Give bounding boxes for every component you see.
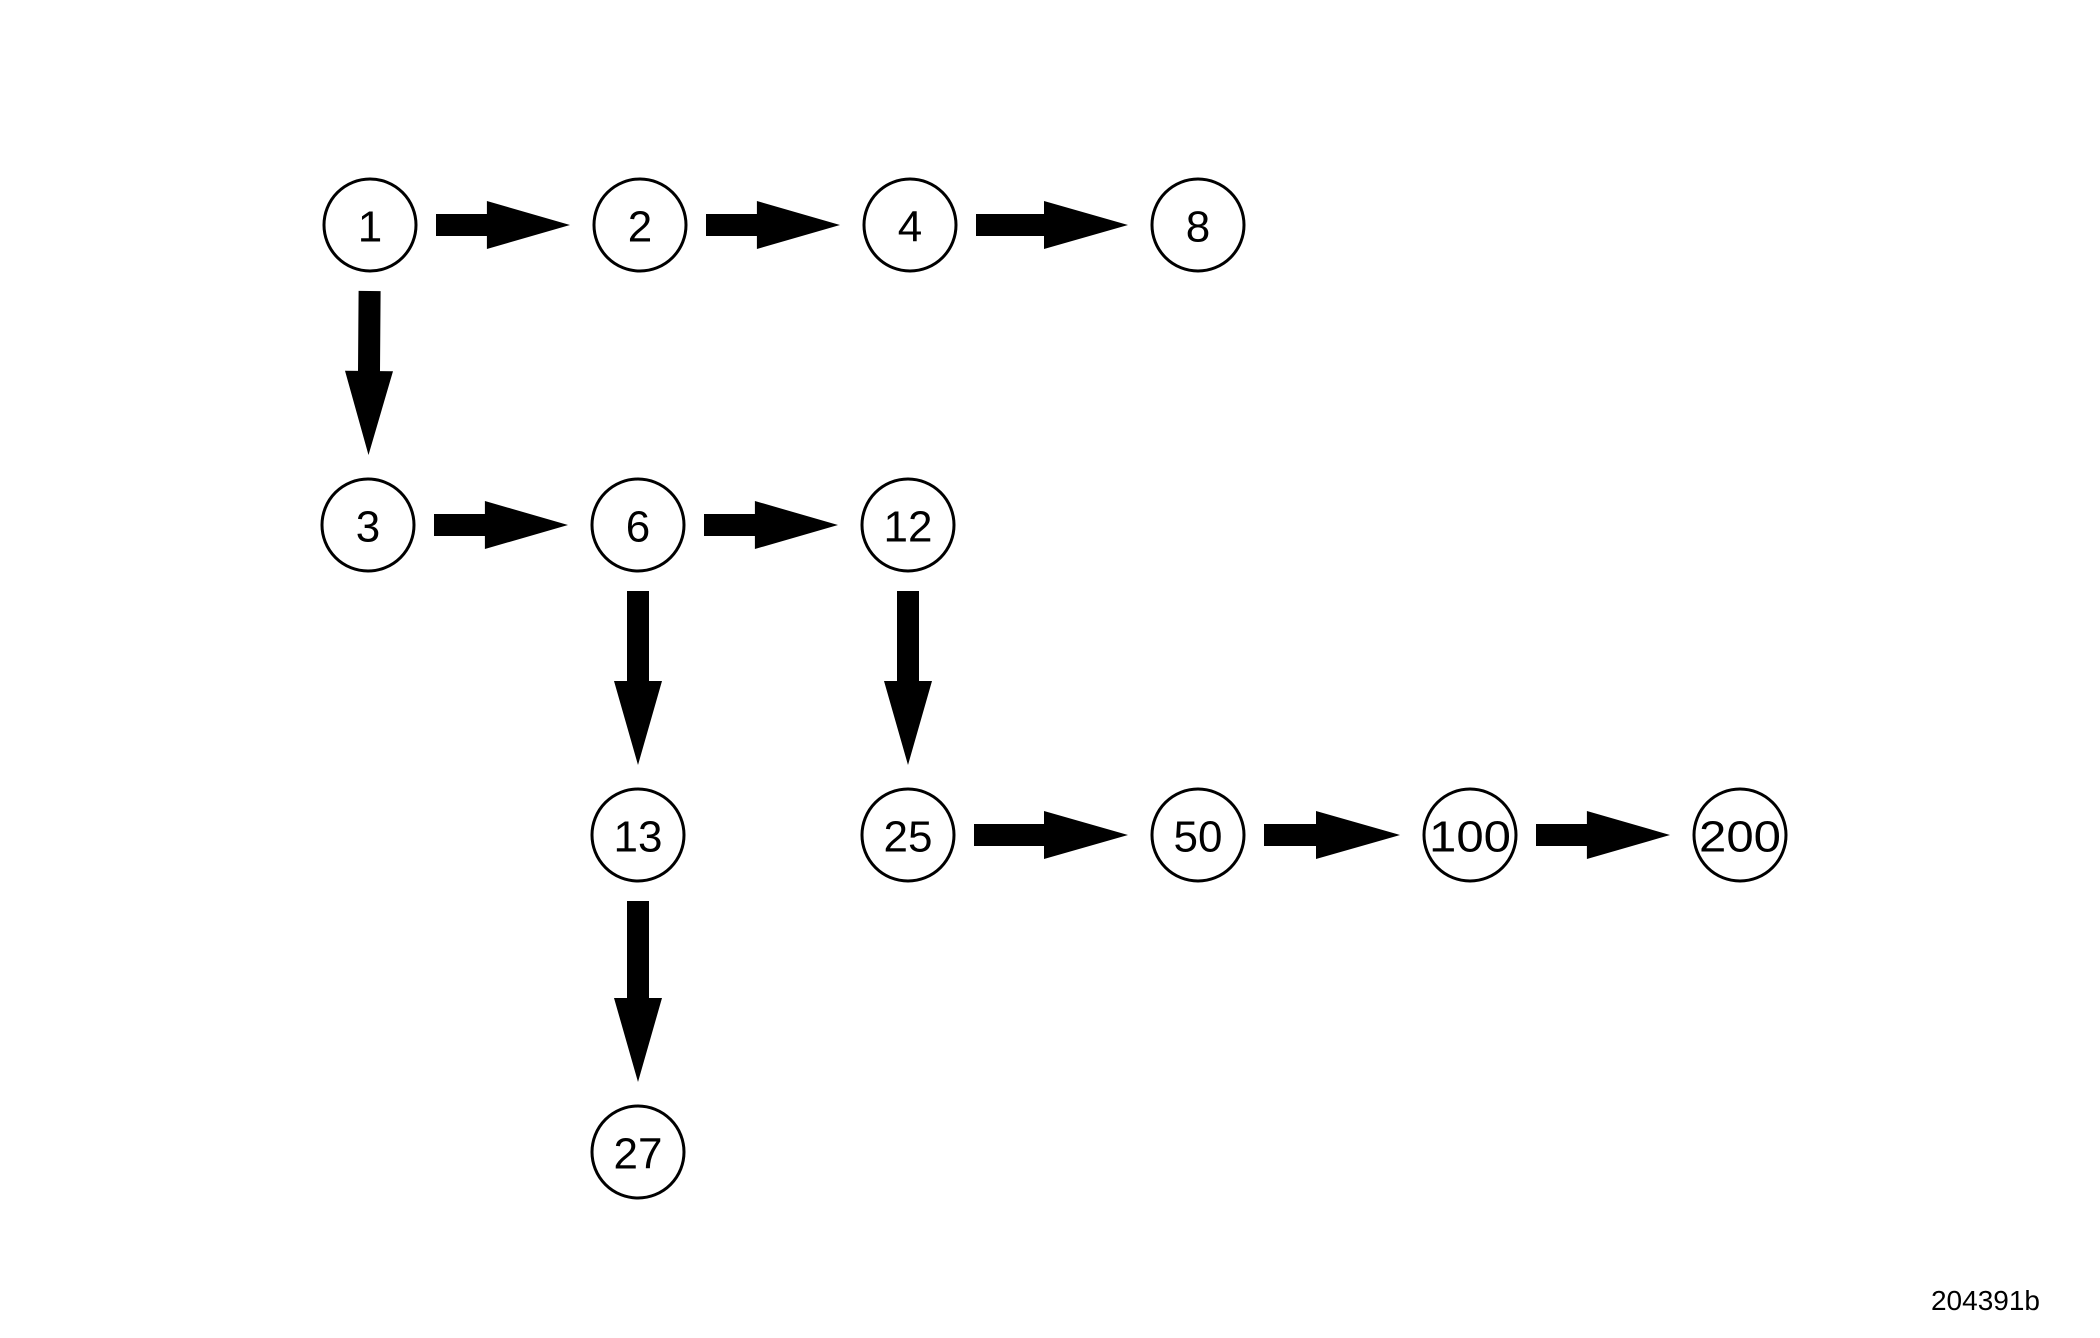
node-12: 12	[860, 477, 956, 573]
arrow-50-to-100	[1264, 811, 1400, 859]
node-circle	[322, 177, 418, 273]
node-label: 25	[884, 813, 933, 862]
arrow-3-to-6	[434, 501, 568, 549]
node-2: 2	[592, 177, 688, 273]
node-6: 6	[590, 477, 686, 573]
node-8: 8	[1150, 177, 1246, 273]
node-circle	[862, 177, 958, 273]
figure-code: 204391b	[1930, 1285, 2040, 1316]
node-circle	[592, 177, 688, 273]
node-circle	[860, 477, 956, 573]
arrow-6-to-12	[704, 501, 838, 549]
node-3: 3	[320, 477, 416, 573]
node-circle	[1692, 787, 1788, 883]
node-label: 100	[1429, 813, 1511, 862]
node-27: 27	[590, 1104, 686, 1200]
node-label: 50	[1174, 813, 1223, 862]
node-circle	[590, 477, 686, 573]
node-circle	[860, 787, 956, 883]
node-label: 4	[898, 203, 922, 252]
node-50: 50	[1150, 787, 1246, 883]
node-label: 8	[1186, 203, 1210, 252]
node-100: 100	[1422, 787, 1518, 883]
node-25: 25	[860, 787, 956, 883]
arrow-2-to-4	[706, 201, 840, 249]
node-13: 13	[590, 787, 686, 883]
node-circle	[590, 787, 686, 883]
node-circle	[1422, 787, 1518, 883]
node-label: 6	[626, 503, 650, 552]
node-label: 13	[614, 813, 663, 862]
node-1: 1	[322, 177, 418, 273]
node-label: 200	[1699, 813, 1781, 862]
node-4: 4	[862, 177, 958, 273]
node-200: 200	[1692, 787, 1788, 883]
arrow-6-to-13	[614, 591, 662, 765]
node-label: 3	[356, 503, 380, 552]
edges-layer	[345, 201, 1670, 1082]
node-circle	[590, 1104, 686, 1200]
node-circle	[1150, 177, 1246, 273]
arrow-100-to-200	[1536, 811, 1670, 859]
arrow-1-to-3	[345, 290, 393, 455]
node-label: 12	[884, 503, 933, 552]
arrow-1-to-2	[436, 201, 570, 249]
node-label: 27	[614, 1130, 663, 1179]
node-circle	[320, 477, 416, 573]
arrow-12-to-25	[884, 591, 932, 765]
node-label: 1	[358, 203, 382, 252]
arrow-13-to-27	[614, 901, 662, 1082]
node-label: 2	[628, 203, 652, 252]
arrow-25-to-50	[974, 811, 1128, 859]
arrow-4-to-8	[976, 201, 1128, 249]
node-circle	[1150, 787, 1246, 883]
